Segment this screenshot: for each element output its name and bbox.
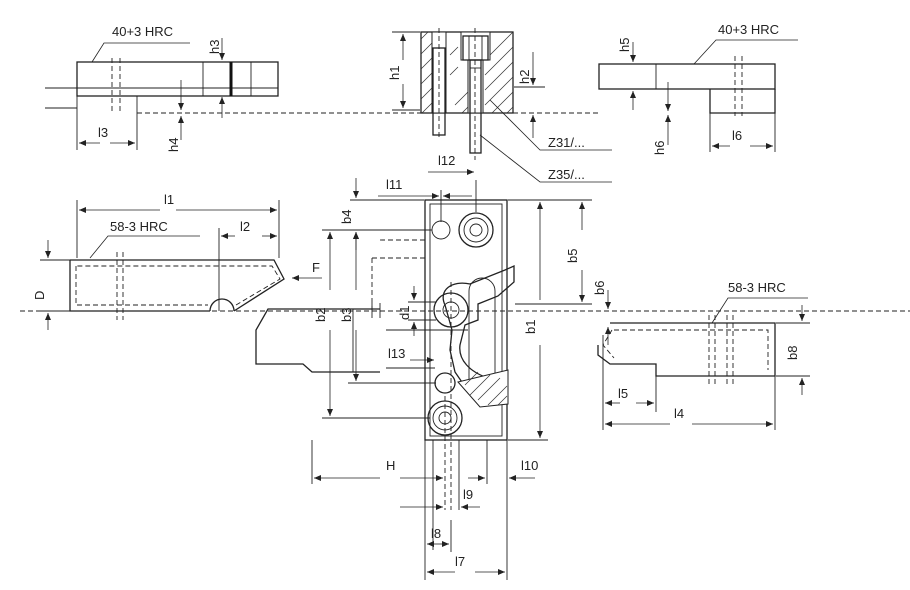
- code-z31: Z31/...: [548, 135, 585, 150]
- top-right-plate: [598, 39, 798, 116]
- dim-l8: l8: [431, 526, 441, 541]
- dim-h1: h1: [387, 66, 402, 80]
- dim-b1: b1: [523, 320, 538, 334]
- hardness-top-left: 40+3 HRC: [112, 24, 173, 39]
- dim-H: H: [386, 458, 395, 473]
- dim-b8: b8: [785, 346, 800, 360]
- right-slider: [597, 297, 808, 430]
- dim-F: F: [312, 260, 320, 275]
- dim-l5: l5: [618, 386, 628, 401]
- screw-block-section: [420, 28, 514, 160]
- left-slider: [69, 200, 285, 320]
- dim-l9: l9: [463, 487, 473, 502]
- center-unit: [20, 180, 910, 580]
- dim-l10: l10: [521, 458, 538, 473]
- hardness-top-right: 40+3 HRC: [718, 22, 779, 37]
- dim-h3: h3: [207, 40, 222, 54]
- top-left-plate: [45, 42, 600, 115]
- hardness-left-slider: 58-3 HRC: [110, 219, 168, 234]
- dim-l2: l2: [240, 219, 250, 234]
- dim-l1: l1: [164, 192, 174, 207]
- dim-l4: l4: [674, 406, 684, 421]
- dim-l11: l11: [386, 177, 402, 192]
- dim-l12: l12: [438, 153, 455, 168]
- dim-h6: h6: [652, 141, 667, 155]
- dim-b2: b2: [313, 308, 328, 322]
- dim-l3: l3: [98, 125, 108, 140]
- dim-b5: b5: [565, 249, 580, 263]
- dim-l6: l6: [732, 128, 742, 143]
- dim-h2: h2: [517, 70, 532, 84]
- dim-l13: l13: [388, 346, 405, 361]
- hardness-right-slider: 58-3 HRC: [728, 280, 786, 295]
- dim-h5: h5: [617, 38, 632, 52]
- dim-b4: b4: [339, 210, 354, 224]
- dim-b3: b3: [339, 308, 354, 322]
- dim-l7: l7: [455, 554, 465, 569]
- code-z35: Z35/...: [548, 167, 585, 182]
- dim-d1: d1: [397, 306, 412, 320]
- dim-D: D: [32, 291, 47, 300]
- dim-h4: h4: [166, 138, 181, 152]
- dim-b6: b6: [592, 281, 607, 295]
